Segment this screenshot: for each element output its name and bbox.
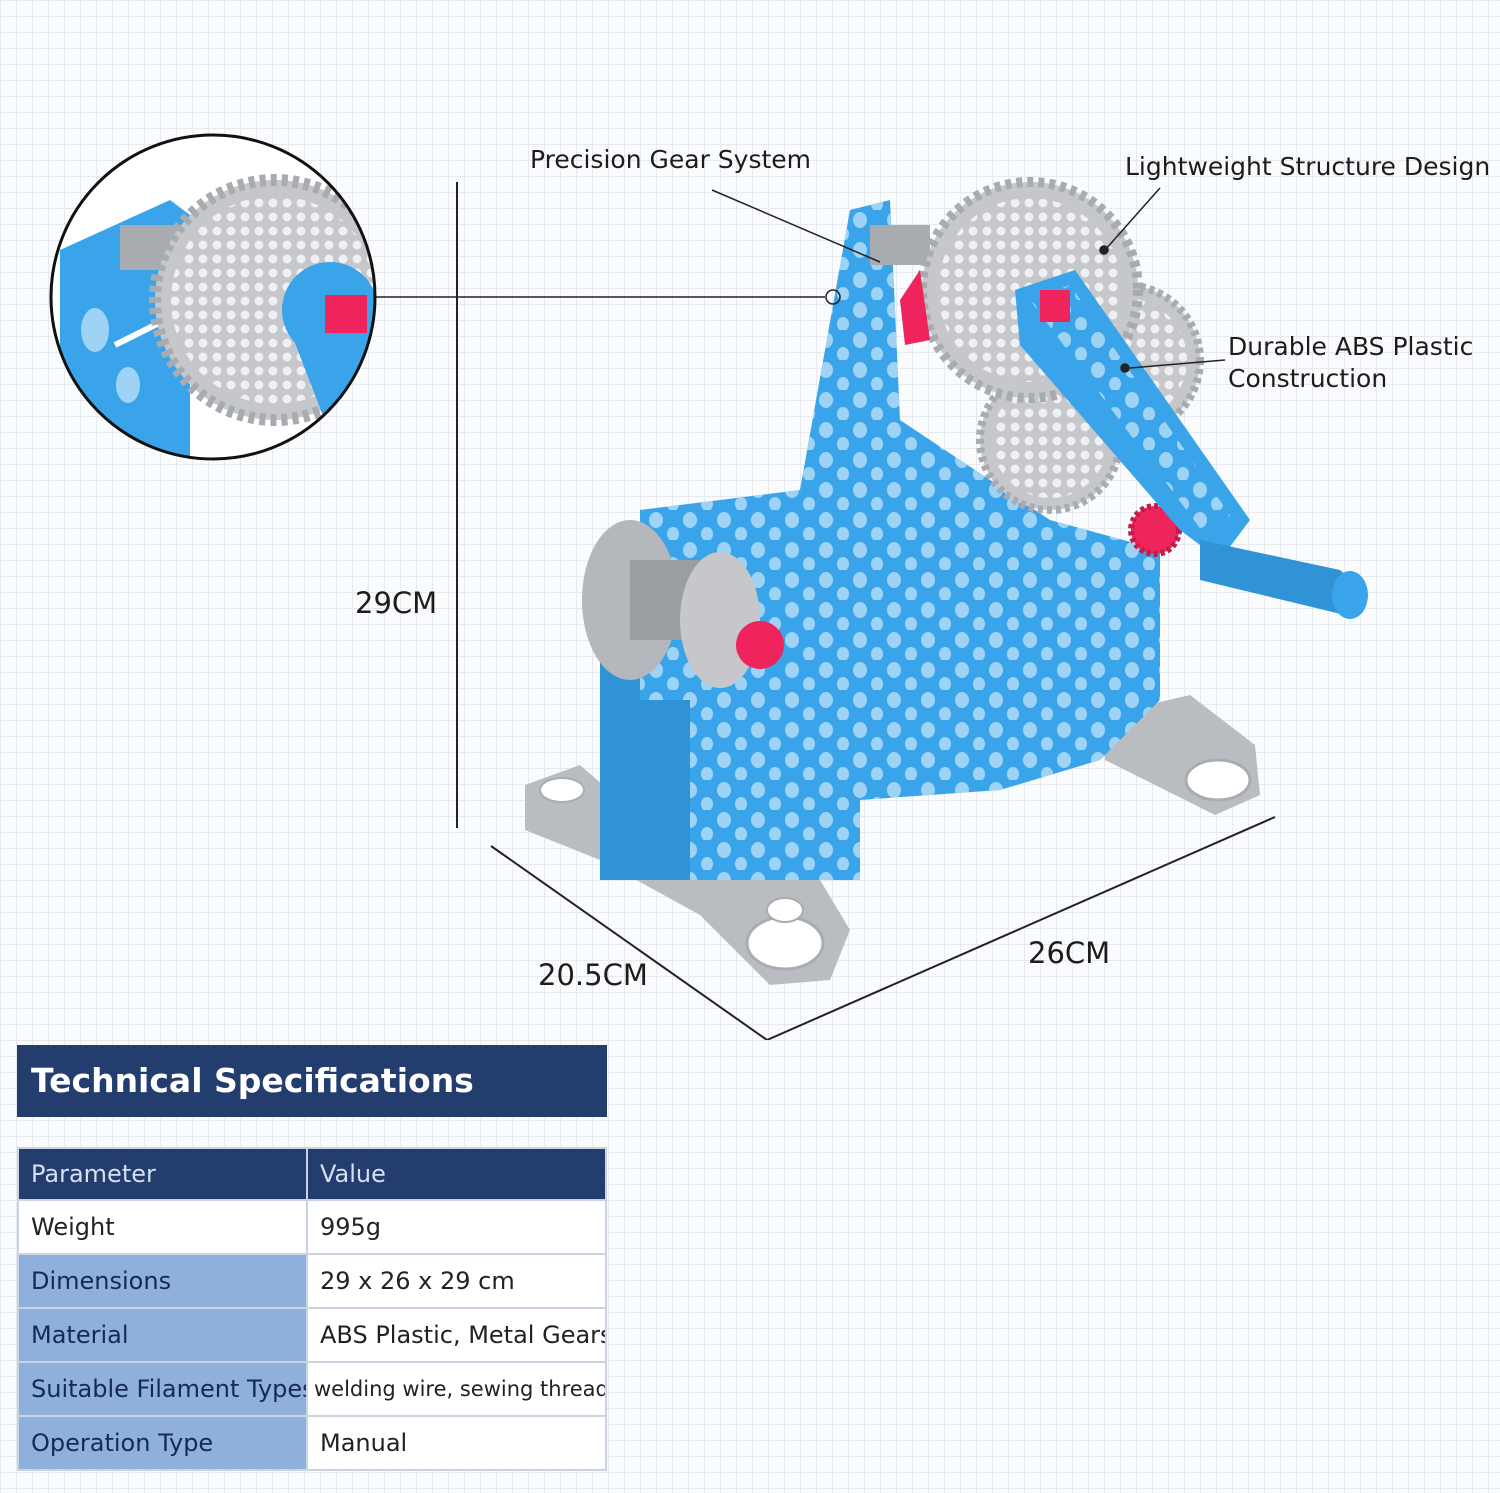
product-illustration (49, 133, 1368, 1040)
zoom-inset (49, 133, 377, 461)
table-row: Suitable Filament Types welding wire, se… (17, 1361, 607, 1417)
spec-header-row: Parameter Value (17, 1147, 607, 1201)
row-value: welding wire, sewing thread (306, 1361, 607, 1417)
table-row: Weight 995g (17, 1199, 607, 1255)
table-row: Operation Type Manual (17, 1415, 607, 1471)
spec-table-section: Technical Specifications Parameter Value… (17, 1045, 607, 1471)
crank-handle (1015, 270, 1368, 619)
filament-spool (582, 520, 784, 688)
callout-durable-line2: Construction (1228, 364, 1388, 393)
row-parameter: Material (17, 1307, 308, 1363)
dimension-width: 26CM (1028, 936, 1111, 970)
header-parameter: Parameter (17, 1147, 308, 1201)
row-parameter: Weight (17, 1199, 308, 1255)
dimension-height: 29CM (355, 586, 438, 620)
callout-lines (375, 187, 1226, 373)
table-row: Material ABS Plastic, Metal Gears (17, 1307, 607, 1363)
header-value: Value (306, 1147, 607, 1201)
row-parameter: Dimensions (17, 1253, 308, 1309)
callout-gear-system: Precision Gear System (530, 145, 812, 174)
spec-title: Technical Specifications (17, 1045, 607, 1117)
row-value: ABS Plastic, Metal Gears (306, 1307, 607, 1363)
row-parameter: Operation Type (17, 1415, 308, 1471)
row-parameter: Suitable Filament Types (17, 1361, 308, 1417)
row-value: 29 x 26 x 29 cm (306, 1253, 607, 1309)
dimension-depth: 20.5CM (538, 958, 648, 992)
dimension-lines (456, 182, 1276, 1040)
spec-table: Parameter Value Weight 995g Dimensions 2… (17, 1147, 607, 1471)
callout-lightweight: Lightweight Structure Design (1125, 152, 1491, 181)
callout-durable-line1: Durable ABS Plastic (1228, 332, 1474, 361)
table-row: Dimensions 29 x 26 x 29 cm (17, 1253, 607, 1309)
row-value: 995g (306, 1199, 607, 1255)
row-value: Manual (306, 1415, 607, 1471)
